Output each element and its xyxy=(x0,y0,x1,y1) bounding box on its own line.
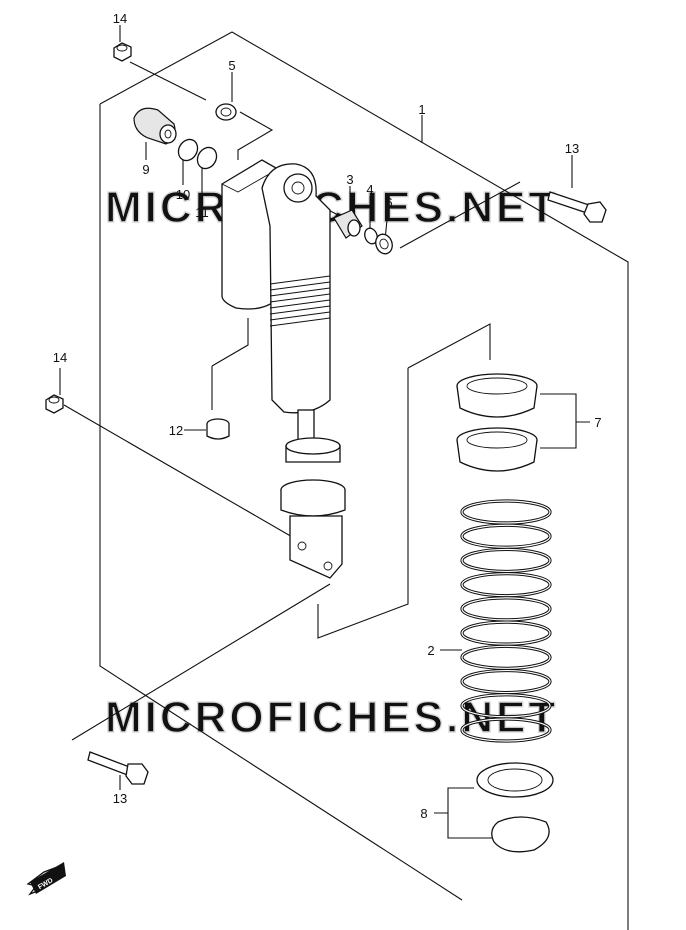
part-5-washer xyxy=(215,103,237,121)
shock-body xyxy=(261,163,346,579)
part-13-bolt-top xyxy=(547,191,607,223)
watermark-bottom: MICROFICHES.NET xyxy=(105,693,558,742)
part-3-bushing xyxy=(333,209,363,239)
callout-14-left: 14 xyxy=(53,350,67,365)
callout-13-bottom: 13 xyxy=(113,791,127,806)
callout-3: 3 xyxy=(346,172,353,187)
part-8-seat-clip xyxy=(476,762,554,853)
callout-7: 7 xyxy=(594,415,601,430)
callout-10: 10 xyxy=(176,187,190,202)
part-2-spring xyxy=(460,499,552,743)
spring-coil-highlight xyxy=(461,694,551,718)
assembly-frame xyxy=(99,31,629,930)
spring-coil-highlight xyxy=(461,621,551,645)
callout-1: 1 xyxy=(418,102,425,117)
part-7-adjuster-rings xyxy=(456,373,538,472)
part-14-nut-left xyxy=(45,394,64,414)
callout-11: 11 xyxy=(195,205,209,220)
callout-5: 5 xyxy=(228,58,235,73)
part-4-o-ring xyxy=(364,227,378,245)
callout-8: 8 xyxy=(420,806,427,821)
part-10-o-ring xyxy=(177,138,199,162)
leader-lines xyxy=(59,25,590,839)
spring-coil-highlight xyxy=(461,573,551,597)
callout-6: 6 xyxy=(385,195,392,210)
spring-coil-highlight xyxy=(461,548,551,573)
callout-9: 9 xyxy=(142,162,149,177)
spring-group-frame xyxy=(317,323,491,639)
callout-13-top: 13 xyxy=(565,141,579,156)
spring-coil-highlight xyxy=(461,597,551,621)
part-12-spacer xyxy=(206,418,230,440)
part-9-bushing xyxy=(133,107,177,145)
callout-12: 12 xyxy=(169,423,183,438)
callout-2: 2 xyxy=(427,643,434,658)
part-13-bolt-bottom xyxy=(87,751,149,785)
spring-coil-highlight xyxy=(461,524,551,548)
part-6-washer xyxy=(375,233,393,255)
fwd-arrow-icon: FWD xyxy=(26,862,66,896)
part-14-nut-top xyxy=(113,42,132,62)
spring-coil-highlight xyxy=(461,669,551,694)
watermark-top: MICROFICHES.NET xyxy=(105,183,558,232)
spring-coil-highlight xyxy=(461,645,551,669)
spring-coil-highlight xyxy=(461,500,551,524)
callout-4: 4 xyxy=(366,182,373,197)
callout-14-top: 14 xyxy=(113,11,127,26)
callout-labels: 14 5 1 13 9 10 11 3 4 6 14 12 7 2 13 8 xyxy=(53,11,602,821)
spring-coil-highlight xyxy=(461,718,551,742)
part-11-o-ring xyxy=(196,146,218,170)
